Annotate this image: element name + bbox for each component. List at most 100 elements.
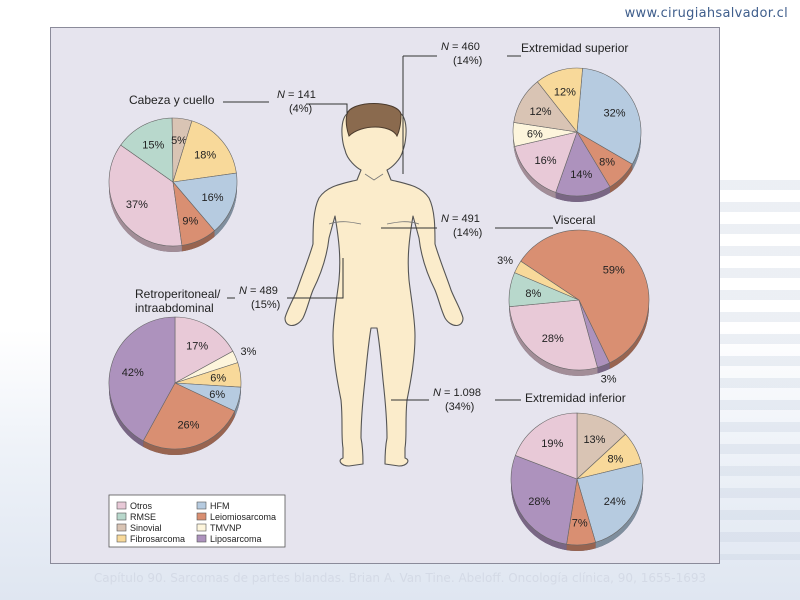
pie-slice-leiomiosarcoma	[172, 181, 215, 246]
pie-slice-label: 15%	[142, 140, 164, 152]
pie-chart-3: 3% 28% 8% 3% 59% Visceral N = 491 (14%)	[381, 213, 650, 386]
body-contour-lines	[328, 173, 420, 225]
n-label: N = 491	[441, 213, 480, 225]
pie-chart-5: 13%8% 24% 7% 28% 19% Extremidad inferior N = 1…	[391, 387, 644, 551]
connector-line	[227, 258, 344, 299]
pie-slice-label: 37%	[126, 199, 148, 211]
pie-rim-segment	[214, 173, 237, 237]
pie-slice-leiomiosarcoma	[520, 229, 650, 364]
legend-swatch	[116, 501, 127, 510]
pie-slice-label: 16%	[201, 192, 223, 204]
legend-swatch	[116, 523, 127, 532]
pie-title: Cabeza y cuello	[129, 93, 215, 107]
pie-chart-2: 32%8%14%16%6%12%12%Extremidad superiorN …	[402, 41, 642, 203]
legend-label: Otros	[130, 501, 153, 511]
pct-label: (14%)	[453, 227, 482, 239]
legend-label: RMSE	[130, 512, 156, 522]
n-label: N = 141	[277, 89, 316, 101]
pie-slice-hfm	[172, 172, 238, 232]
legend-swatch	[196, 534, 207, 543]
body-silhouette	[284, 108, 464, 467]
hair	[345, 103, 402, 138]
pie-rim-segment	[514, 146, 556, 199]
pie-slice-label: 8%	[525, 288, 541, 300]
pct-label: (34%)	[445, 401, 474, 413]
pie-slice-label: 17%	[186, 341, 208, 353]
legend-swatch	[196, 523, 207, 532]
pie-slice-label: 3%	[497, 255, 513, 267]
pie-slice-hfm	[576, 67, 642, 165]
n-label: N = 1.098	[433, 387, 481, 399]
pie-slice-label: 42%	[122, 367, 144, 379]
site-url[interactable]: www.cirugiahsalvador.cl	[624, 6, 788, 21]
legend-label: HFM	[210, 501, 230, 511]
pie-slice-label: 9%	[182, 216, 198, 228]
pie-slice-label: 7%	[572, 517, 588, 529]
pie-slice-liposarcoma	[510, 455, 578, 545]
pie-slice-label: 18%	[194, 150, 216, 162]
pie-slice-label: 13%	[583, 434, 605, 446]
pie-slice-label: 6%	[527, 129, 543, 141]
pie-slice-otros	[508, 299, 598, 371]
pie-slice-label: 14%	[570, 169, 592, 181]
pie-slice-label: 8%	[607, 453, 623, 465]
pie-slice-label: 59%	[603, 265, 625, 277]
pie-slice-otros	[108, 144, 183, 247]
pie-slice-liposarcoma	[108, 316, 176, 442]
pie-chart-4: 17% 3% 6% 6% 26% 42% Retroperitoneal/intraabdo…	[108, 258, 344, 455]
caption: Capítulo 90. Sarcomas de partes blandas.…	[93, 571, 707, 585]
pie-rim-segment	[597, 362, 610, 374]
pct-label: (15%)	[251, 299, 280, 311]
pie-title: Extremidad inferior	[525, 391, 626, 405]
pie-slice-label: 16%	[534, 155, 556, 167]
background-decoration	[710, 180, 800, 560]
pie-slice-label: 6%	[209, 389, 225, 401]
pie-rim-segment	[566, 542, 596, 551]
legend-swatch	[196, 512, 207, 521]
legend-swatch	[196, 501, 207, 510]
pie-slice-label: 32%	[603, 108, 625, 120]
pie-slice-label: 5%	[171, 135, 187, 147]
pie-slice-label: 26%	[177, 419, 199, 431]
pie-slice-otros	[174, 316, 234, 384]
pie-slice-label: 12%	[554, 87, 576, 99]
pie-title: Visceral	[553, 213, 595, 227]
pie-slice-otros	[514, 131, 578, 193]
legend-label: Leiomiosarcoma	[210, 512, 276, 522]
n-label: N = 489	[239, 285, 278, 297]
pie-title: Retroperitoneal/	[135, 287, 221, 301]
pie-slice-label: 24%	[604, 496, 626, 508]
connector-line	[402, 55, 521, 174]
pie-slice-label: 28%	[528, 496, 550, 508]
pie-title: intraabdominal	[135, 301, 214, 315]
pie-slice-label: 3%	[240, 346, 256, 358]
pie-slice-sinovial	[576, 412, 626, 480]
human-body-figure	[284, 103, 464, 467]
pie-slice-label: 3%	[601, 374, 617, 386]
legend-swatch	[116, 512, 127, 521]
pct-label: (14%)	[453, 55, 482, 67]
pie-slice-label: 8%	[599, 157, 615, 169]
pie-rim-segment	[143, 411, 235, 455]
pie-slice-liposarcoma	[555, 131, 611, 197]
pct-label: (4%)	[289, 103, 312, 115]
pie-rim-segment	[234, 387, 241, 418]
pie-slice-fibrosarcoma	[537, 67, 583, 133]
pie-slice-hfm	[576, 463, 644, 543]
pie-slice-label: 28%	[542, 333, 564, 345]
legend-label: Fibrosarcoma	[130, 534, 185, 544]
pie-slice-label: 19%	[541, 438, 563, 450]
pie-chart-1: 37% 15% 5% 18% 16%9% Cabeza y cuello N = 141 (4…	[108, 89, 348, 252]
pie-title: Extremidad superior	[521, 41, 628, 55]
pie-slice-label: 12%	[529, 106, 551, 118]
pie-rim-segment	[595, 463, 644, 549]
legend-label: Sinovial	[130, 523, 162, 533]
legend-label: Liposarcoma	[210, 534, 262, 544]
pie-slice-otros	[514, 412, 578, 480]
legend-swatch	[116, 534, 127, 543]
legend-label: TMVNP	[210, 523, 242, 533]
pie-slice-label: 6%	[210, 373, 226, 385]
